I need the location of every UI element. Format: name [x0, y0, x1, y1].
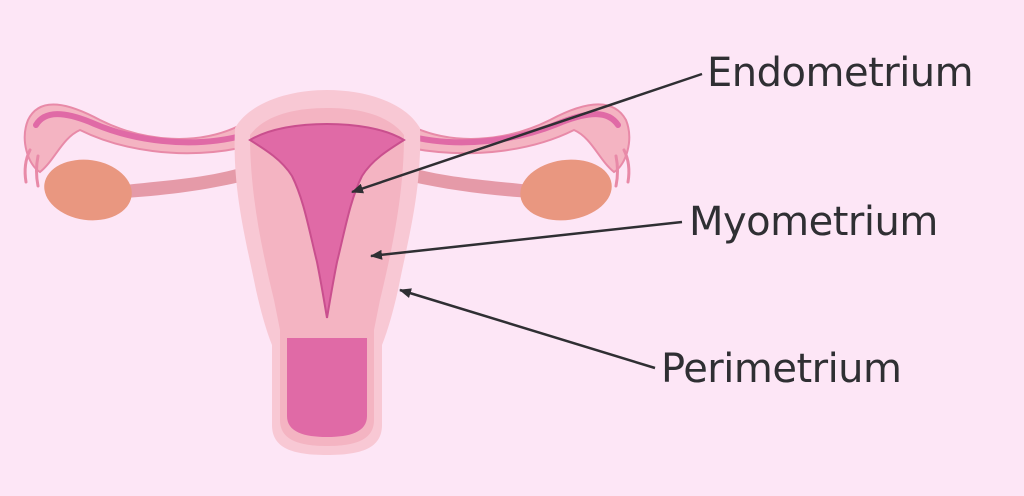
right-ovarian-ligament: [412, 168, 530, 198]
myometrium-label: Myometrium: [689, 199, 938, 245]
perimetrium-pointer-arrow: [399, 288, 656, 370]
right-ovary: [520, 159, 612, 221]
cervical-canal: [287, 338, 367, 437]
myometrium-pointer-arrow: [370, 220, 683, 260]
endometrium-label: Endometrium: [707, 50, 974, 96]
left-ovarian-ligament: [125, 168, 240, 198]
perimetrium-label: Perimetrium: [661, 346, 902, 392]
endometrium-layer: [248, 122, 406, 319]
endometrium-pointer-arrow: [351, 72, 703, 194]
left-fallopian-tube: [23, 103, 252, 188]
left-ovary: [44, 159, 132, 221]
